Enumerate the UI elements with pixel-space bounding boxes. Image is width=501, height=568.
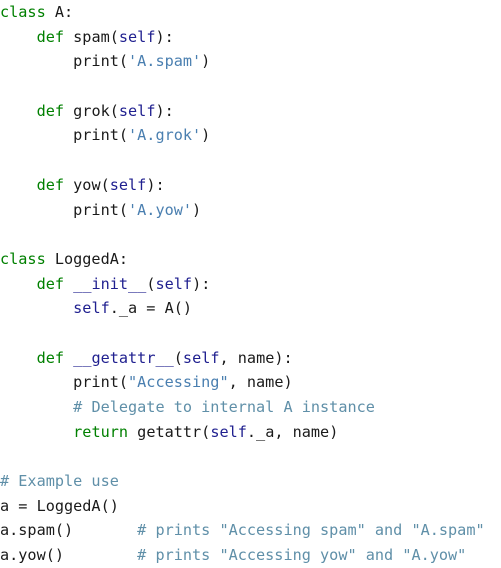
code-token-plain: (: [173, 348, 183, 367]
code-token-plain: [0, 349, 37, 367]
code-token-plain: ): [201, 126, 211, 145]
code-line: a.spam() # prints "Accessing spam" and "…: [0, 518, 501, 543]
code-token-plain: , name):: [219, 348, 293, 367]
code-token-plain: [0, 28, 37, 46]
code-token-plain: [64, 349, 73, 367]
code-token-plain: [0, 423, 73, 441]
code-token-plain: LoggedA:: [45, 249, 129, 268]
code-token-plain: ): [201, 52, 211, 71]
code-token-keyword: def: [36, 348, 65, 367]
code-token-string: 'A.spam': [128, 52, 202, 71]
code-token-func: __init__: [73, 274, 147, 293]
code-token-plain: (: [146, 274, 156, 293]
code-token-plain: [64, 275, 73, 293]
code-token-self: self: [210, 422, 247, 441]
code-token-plain: ):: [192, 274, 211, 293]
code-token-plain: print(: [0, 126, 129, 145]
code-token-comment: # Example use: [0, 472, 119, 491]
code-token-plain: print(: [0, 52, 129, 71]
code-line: a.yow() # prints "Accessing yow" and "A.…: [0, 543, 501, 568]
code-token-plain: print(: [0, 373, 129, 392]
code-line: def spam(self):: [0, 25, 501, 50]
code-token-string: 'A.grok': [128, 126, 202, 145]
code-token-keyword: def: [36, 101, 65, 120]
code-token-keyword: class: [0, 3, 46, 21]
code-token-keyword: def: [36, 175, 65, 194]
code-line: print('A.spam'): [0, 49, 501, 74]
code-token-string: 'A.yow': [128, 200, 193, 219]
code-line: def grok(self):: [0, 99, 501, 124]
code-token-comment: # prints "Accessing spam" and "A.spam": [137, 521, 485, 540]
code-token-plain: [0, 398, 73, 416]
code-token-keyword: class: [0, 249, 46, 268]
code-token-keyword: return: [73, 422, 129, 441]
code-line: [0, 222, 501, 247]
code-token-plain: yow(: [64, 175, 110, 194]
code-line: a = LoggedA(): [0, 494, 501, 519]
code-token-plain: [0, 299, 73, 317]
code-token-plain: , name): [228, 373, 293, 392]
code-line: print("Accessing", name): [0, 370, 501, 395]
code-token-keyword: def: [36, 274, 65, 293]
code-token-self: self: [155, 274, 193, 293]
code-line: def yow(self):: [0, 173, 501, 198]
code-line: [0, 444, 501, 469]
code-line: return getattr(self._a, name): [0, 420, 501, 445]
code-token-keyword: def: [36, 27, 65, 46]
code-token-plain: print(: [0, 200, 129, 219]
code-line: class A:: [0, 0, 501, 25]
code-token-comment: # prints "Accessing yow" and "A.yow": [137, 546, 467, 565]
code-line: [0, 321, 501, 346]
code-token-plain: [0, 102, 37, 120]
code-token-plain: [0, 275, 37, 293]
code-token-self: self: [182, 348, 220, 367]
code-line: def __getattr__(self, name):: [0, 346, 501, 371]
code-token-self: self: [73, 299, 110, 318]
code-token-plain: getattr(: [128, 422, 211, 441]
code-token-self: self: [118, 101, 156, 120]
code-line: # Example use: [0, 469, 501, 494]
code-token-plain: ):: [155, 27, 174, 46]
code-token-string: "Accessing": [128, 373, 229, 392]
code-token-plain: ._a, name): [246, 422, 339, 441]
code-token-plain: a.spam(): [0, 521, 138, 540]
code-token-plain: [0, 176, 37, 194]
code-token-func: __getattr__: [73, 348, 174, 367]
code-token-self: self: [109, 175, 147, 194]
code-token-plain: ):: [146, 175, 165, 194]
code-token-plain: grok(: [64, 101, 119, 120]
code-line: class LoggedA:: [0, 247, 501, 272]
code-line: def __init__(self):: [0, 272, 501, 297]
code-token-plain: ._a = A(): [109, 299, 193, 318]
code-line: # Delegate to internal A instance: [0, 395, 501, 420]
code-token-plain: ): [192, 200, 202, 219]
code-token-plain: a.yow(): [0, 546, 138, 565]
code-line: [0, 148, 501, 173]
code-line: [0, 74, 501, 99]
code-line: self._a = A(): [0, 296, 501, 321]
code-token-plain: a = LoggedA(): [0, 496, 119, 515]
code-token-plain: A:: [45, 3, 74, 21]
code-token-self: self: [118, 27, 156, 46]
code-token-plain: ):: [155, 101, 174, 120]
code-token-plain: spam(: [64, 27, 119, 46]
code-token-comment: # Delegate to internal A instance: [73, 398, 375, 416]
code-line: print('A.grok'): [0, 123, 501, 148]
code-line: print('A.yow'): [0, 198, 501, 223]
